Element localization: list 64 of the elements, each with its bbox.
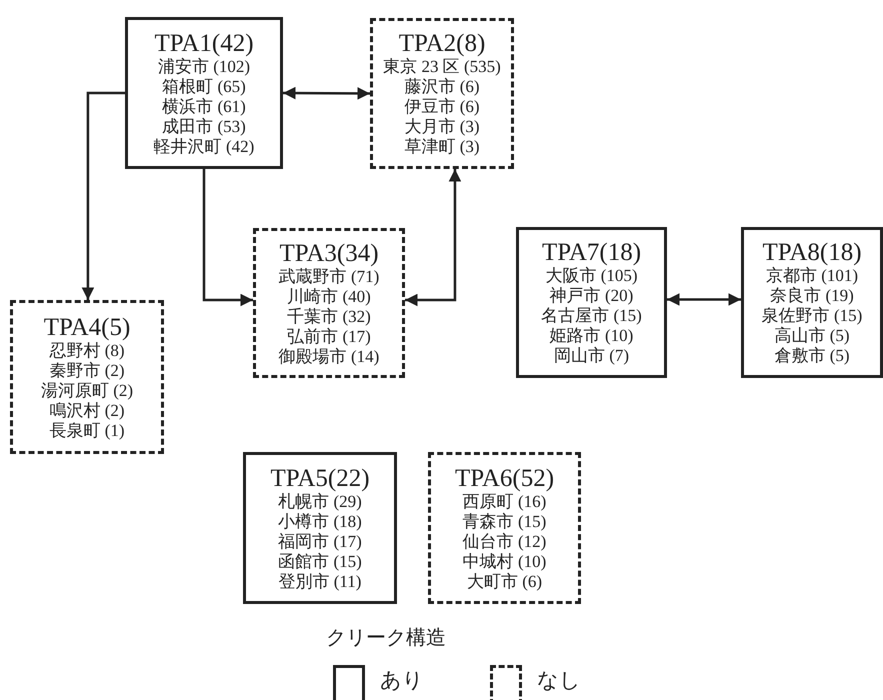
arrow [667, 293, 741, 306]
cluster-title: TPA1(42) [154, 30, 254, 56]
city-entry: 札幌市 (29) [278, 492, 362, 512]
cluster-box [516, 227, 667, 378]
cluster-box [253, 228, 405, 378]
city-entry: 湯河原町 (2) [40, 380, 134, 400]
city-entry: 忍野村 (8) [49, 340, 125, 360]
cluster-box [428, 452, 581, 604]
city-entry: 仙台市 (12) [462, 532, 546, 552]
city-entry: 大月市 (3) [404, 117, 480, 137]
city-entry: 泉佐野市 (15) [762, 306, 862, 326]
cluster-box [741, 227, 883, 378]
city-entry: 伊豆市 (6) [404, 97, 480, 117]
city-entry: 倉敷市 (5) [774, 346, 850, 366]
cluster-box [125, 17, 283, 169]
legend-label: なし [537, 667, 581, 694]
arrow [283, 86, 370, 100]
cluster-title: TPA5(22) [270, 464, 370, 492]
cluster-box [370, 18, 514, 169]
city-entry: 軽井沢町 (42) [154, 136, 254, 156]
city-entry: 川崎市 (40) [287, 286, 371, 306]
city-entry: 長泉町 (1) [49, 420, 125, 440]
cluster-box [243, 452, 397, 604]
city-entry: 大阪市 (105) [545, 266, 638, 286]
city-entry: 登別市 (11) [278, 572, 362, 592]
city-entry: 千葉市 (32) [287, 306, 371, 326]
city-entry: 成田市 (53) [162, 116, 246, 136]
city-entry: 草津町 (3) [404, 137, 480, 157]
city-entry: 御殿場市 (14) [278, 346, 380, 366]
cluster-title: TPA6(52) [454, 464, 554, 492]
city-entry: 小樽市 (18) [278, 512, 362, 532]
city-entry: 大町市 (6) [466, 572, 542, 592]
arrow [82, 92, 125, 300]
city-entry: 中城村 (10) [462, 552, 546, 572]
city-entry: 藤沢市 (6) [404, 77, 480, 97]
city-entry: 名古屋市 (15) [541, 306, 642, 326]
legend-title: クリーク構造 [326, 626, 446, 651]
cluster-title: TPA3(34) [279, 240, 379, 266]
city-entry: 浦安市 (102) [158, 56, 250, 76]
city-entry: 高山市 (5) [774, 326, 850, 346]
city-entry: 福岡市 (17) [278, 532, 362, 552]
city-entry: 西原町 (16) [462, 492, 546, 512]
cluster-title: TPA7(18) [542, 239, 642, 266]
city-entry: 奈良市 (19) [770, 286, 854, 306]
city-entry: 横浜市 (61) [162, 96, 246, 116]
city-entry: 函館市 (15) [278, 552, 362, 572]
cluster-box [10, 300, 164, 454]
cluster-title: TPA8(18) [762, 239, 862, 266]
city-entry: 秦野市 (2) [49, 360, 125, 380]
cluster-title: TPA2(8) [398, 30, 486, 57]
city-entry: 弘前市 (17) [287, 326, 371, 346]
cluster-title: TPA4(5) [44, 314, 130, 340]
city-entry: 青森市 (15) [462, 512, 546, 532]
arrow [202, 169, 253, 306]
city-entry: 京都市 (101) [766, 266, 858, 286]
city-entry: 姫路市 (10) [550, 326, 634, 346]
city-entry: 岡山市 (7) [554, 346, 630, 366]
city-entry: 武蔵野市 (71) [278, 266, 380, 286]
city-entry: 箱根町 (65) [162, 76, 246, 96]
city-entry: 鳴沢村 (2) [49, 400, 125, 420]
city-entry: 神戸市 (20) [550, 286, 634, 306]
city-entry: 東京 23 区 (535) [383, 57, 501, 77]
legend-label: あり [380, 667, 424, 694]
arrow [405, 169, 462, 306]
